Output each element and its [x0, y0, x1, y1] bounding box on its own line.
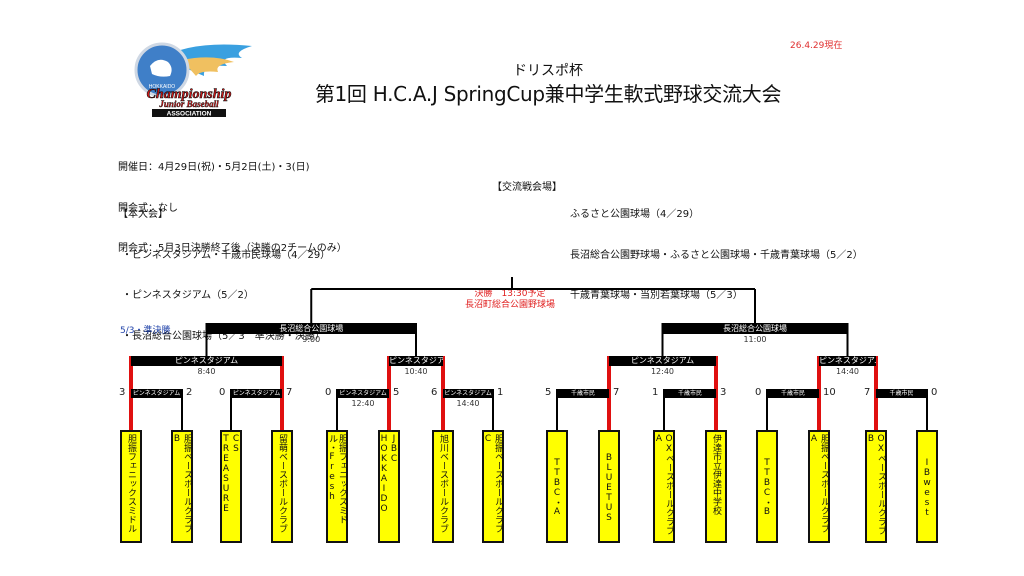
main-venues: 【本大会】 ・ピンネスタジアム・千歳市民球場（4／29） ・ピンネスタジアム（5…	[118, 181, 330, 357]
score-right: 10	[823, 387, 836, 398]
opening-line: 開会式：なし	[118, 202, 178, 214]
team-box: 胆振ベースボールクラブA	[808, 430, 830, 543]
first-round-venue: 千歳市民	[876, 389, 927, 398]
semifinal-time: 11:00	[743, 335, 767, 344]
team-box: OXベースボールクラブB	[865, 430, 887, 543]
team-box: OXベースボールクラブA	[653, 430, 675, 543]
first-round-venue: 千歳市民	[557, 389, 609, 398]
quarterfinal-venue: ピンネスタジアム	[819, 356, 876, 366]
exchange-venue: 長沼総合公園野球場・ふるさと公園球場・千歳青葉球場（5／2）	[570, 249, 863, 261]
score-left: 0	[325, 387, 332, 398]
exchange-venue: ふるさと公園球場（4／29）	[570, 209, 700, 220]
score-left: 1	[652, 387, 659, 398]
quarterfinal-time: 14:40	[835, 367, 860, 376]
first-round-venue: ピンネスタジアム	[231, 389, 282, 398]
team-box: 胆振フェニックスミドル	[120, 430, 142, 543]
team-box: 旭川ベースボールクラブ	[432, 430, 454, 543]
semifinal-date-label: 5/3・準決勝	[120, 326, 171, 336]
svg-text:HOKKAIDO: HOKKAIDO	[149, 84, 176, 90]
score-left: 6	[431, 387, 438, 398]
score-left: 3	[119, 387, 126, 398]
score-right: 7	[613, 387, 620, 398]
main-venue: ・ピンネスタジアム（5／2）	[122, 290, 254, 301]
quarterfinal-time: 8:40	[197, 367, 216, 376]
team-box: 胆振ベースボールクラブC	[482, 430, 504, 543]
team-box: TTBC・A	[546, 430, 568, 543]
final-venue: 長沼町総合公園野球場	[464, 300, 555, 310]
semifinal-time: 9:00	[302, 335, 321, 344]
score-right: 1	[497, 387, 504, 398]
score-right: 3	[720, 387, 727, 398]
final-info: 決勝 13:30予定 長沼町総合公園野球場	[440, 289, 580, 311]
quarterfinal-time: 10:40	[404, 367, 428, 376]
svg-text:ASSOCIATION: ASSOCIATION	[167, 111, 212, 118]
svg-text:Championship: Championship	[147, 87, 232, 102]
hcaj-logo: HOKKAIDO Championship Junior Baseball AS…	[122, 38, 256, 118]
first-round-venue: 千歳市民	[767, 389, 819, 398]
team-box: BLUETUS	[598, 430, 620, 543]
team-box: 胆振フェニックスミドル・Fresh	[326, 430, 348, 543]
semifinal-venue: 長沼総合公園球場	[662, 323, 848, 334]
score-left: 0	[219, 387, 226, 398]
team-box: IBwest	[916, 430, 938, 543]
first-round-time: 12:40	[351, 399, 375, 408]
quarterfinal-time: 12:40	[650, 367, 675, 376]
score-left: 5	[545, 387, 552, 398]
score-left: 7	[864, 387, 871, 398]
main-venue: ・ピンネスタジアム・千歳市民球場（4／29）	[122, 249, 331, 261]
score-right: 2	[186, 387, 193, 398]
first-round-venue: ピンネスタジアム	[131, 389, 182, 398]
score-left: 0	[755, 387, 762, 398]
team-box: 伊達市立伊達中学校	[705, 430, 727, 543]
first-round-time: 14:40	[456, 399, 480, 408]
score-right: 7	[286, 387, 293, 398]
semifinal-venue: 長沼総合公園球場	[206, 323, 416, 334]
first-round-venue: 千歳市民	[664, 389, 716, 398]
svg-text:Junior Baseball: Junior Baseball	[158, 99, 219, 109]
team-box: JBC HOKKAIDO	[378, 430, 400, 543]
final-time: 決勝 13:30予定	[474, 289, 546, 299]
exchange-venues-heading: 【交流戦会場】	[492, 182, 562, 193]
score-right: 0	[931, 387, 938, 398]
first-round-venue: ピンネスタジアム	[443, 389, 493, 398]
as-of-date: 26.4.29現在	[790, 41, 843, 51]
score-right: 5	[393, 387, 400, 398]
team-box: 胆振ベースボールクラブB	[171, 430, 193, 543]
tournament-subtitle: ドリスポ杯	[513, 63, 583, 79]
team-box: 留萌ベースボールクラブ	[271, 430, 293, 543]
exchange-venues: 【交流戦会場】 ふるさと公園球場（4／29） 長沼総合公園野球場・ふるさと公園球…	[492, 181, 863, 330]
closing-line: 閉会式：5月3日決勝終了後（決勝の2チームのみ）	[118, 243, 347, 254]
quarterfinal-venue: ピンネスタジアム	[131, 356, 282, 366]
team-box: TTBC・B	[756, 430, 778, 543]
exchange-venue: 千歳青葉球場・当別若葉球場（5／3）	[570, 290, 743, 301]
main-venues-heading: 【本大会】	[118, 209, 168, 220]
quarterfinal-venue: ピンネスタジアム	[389, 356, 443, 366]
main-venue: ・長沼総合公園球場（5／3 準決勝・決勝）	[122, 330, 325, 342]
schedule-info: 開催日：4月29日(祝)・5月2日(土)・3(日) 開会式：なし 閉会式：5月3…	[118, 134, 347, 269]
first-round-venue: ピンネスタジアム	[337, 389, 389, 398]
tournament-title: 第1回 H.C.A.J SpringCup兼中学生軟式野球交流大会	[314, 82, 782, 106]
dates-line: 開催日：4月29日(祝)・5月2日(土)・3(日)	[118, 162, 310, 173]
team-box: CS TREASURE	[220, 430, 242, 543]
quarterfinal-venue: ピンネスタジアム	[609, 356, 716, 366]
